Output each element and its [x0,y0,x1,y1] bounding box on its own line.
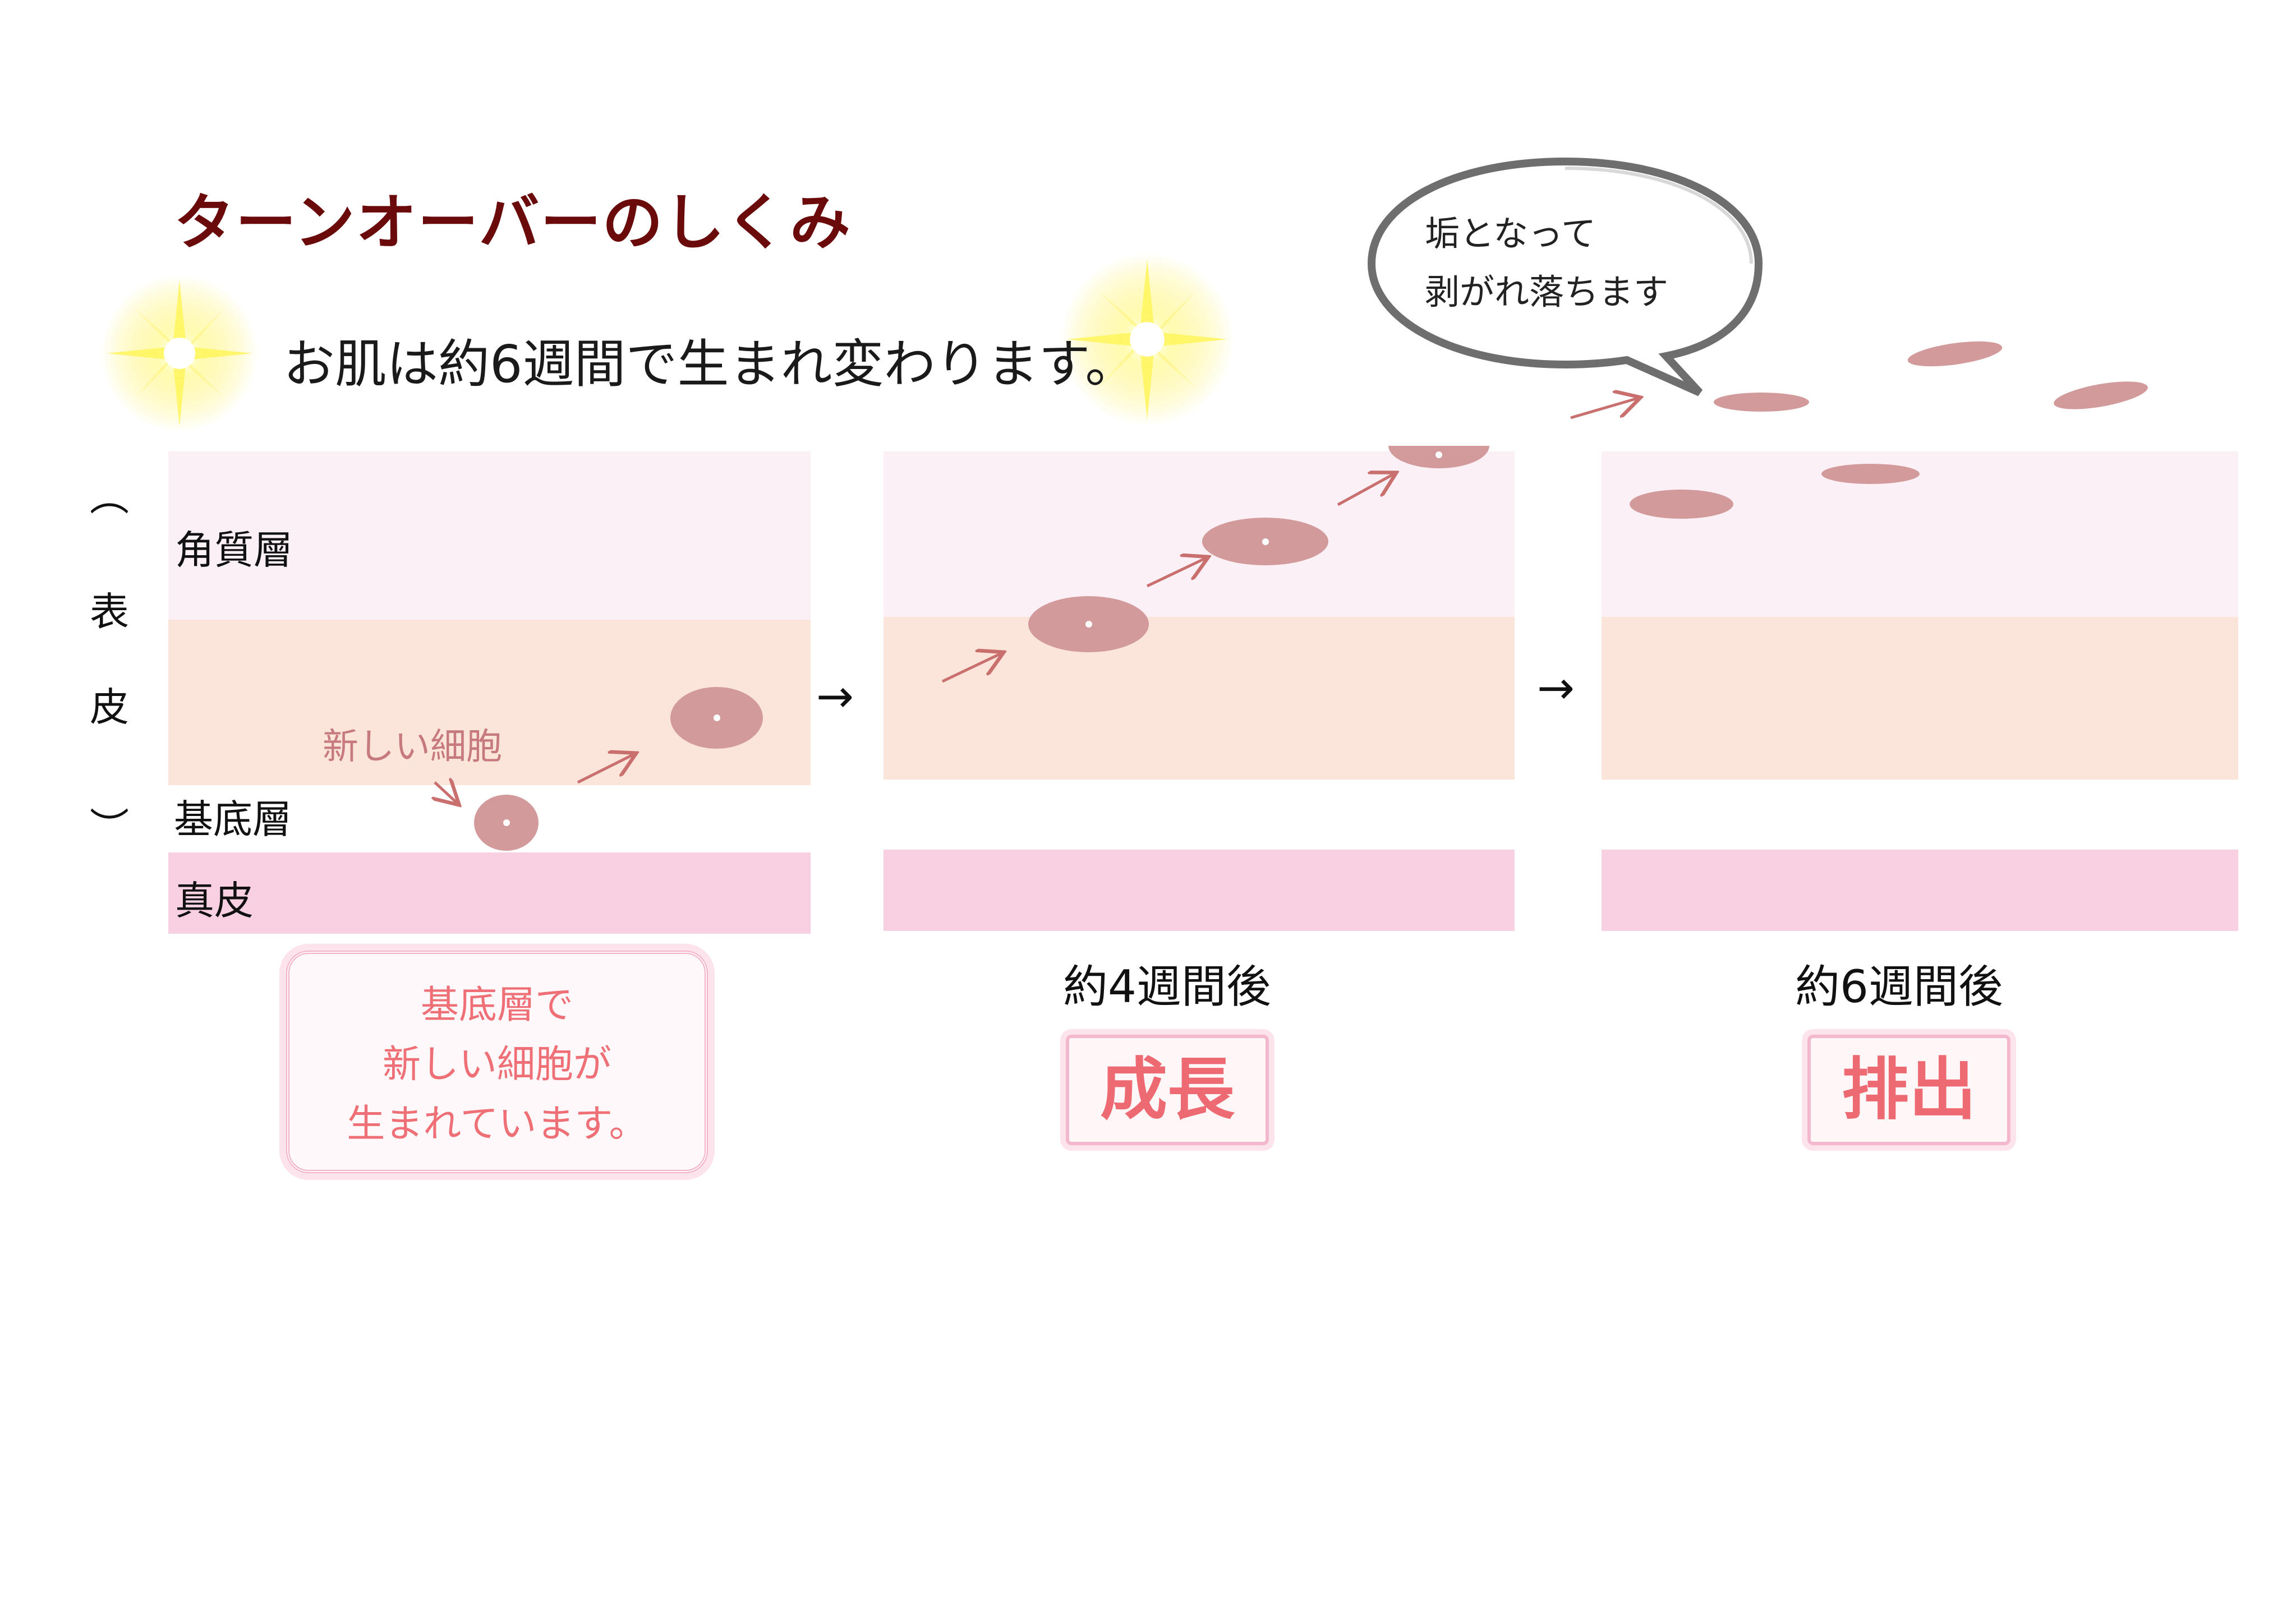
side-bracket-open: ︵ [90,474,129,520]
dermis-layer [168,852,811,934]
cell [1202,518,1328,565]
basal-layer-label: 基底層 [174,796,292,842]
basal-layer [884,780,1515,850]
note-text: 基底層で 新しい細胞が 生まれています。 [286,976,708,1154]
subtitle: お肌は約6週間で生まれ変わります。 [283,334,1137,394]
side-bracket-close: ︶ [90,805,129,851]
note-line-3: 生まれています。 [347,1102,647,1146]
skin-panel-2 [884,446,1515,931]
page-title: ターンオーバーのしくみ [174,188,852,258]
bubble-text: 垢となって 剥がれ落ちます [1425,205,1668,321]
cell-nucleus [1435,451,1442,458]
skin-panel-3 [1602,451,2238,931]
note-line-1: 基底層で [420,983,573,1027]
skin-panel-1: 角質層 基底層 真皮 [168,451,811,934]
bubble-line-2: 剥がれ落ちます [1425,271,1669,312]
horny-layer-label: 角質層 [175,527,293,573]
sparkle-icon [1061,253,1234,426]
dermis-layer [884,850,1515,931]
side-label-char-2: 皮 [90,684,129,730]
note-box [286,951,708,1173]
stage-2-caption: 約4週間後 [1063,961,1271,1013]
note-line-2: 新しい細胞が [382,1043,611,1087]
horny-layer [884,451,1515,617]
dermis-layer [1602,850,2238,931]
sparkle-icon [101,275,258,432]
stage-3-caption: 約6週間後 [1795,961,2003,1013]
cell-nucleus [1262,538,1269,545]
spinous-layer [884,617,1515,780]
cell [670,687,763,749]
stage-3-badge: 排出 [1807,1035,2010,1145]
spinous-layer [1602,617,2238,780]
cell [1630,490,1733,519]
cell [1028,596,1149,652]
side-label-char-1: 表 [90,589,129,635]
bubble-line-1: 垢となって [1425,213,1596,254]
between-arrow-2: → [1537,662,1575,714]
horny-layer [1602,451,2238,617]
new-cell-label: 新しい細胞 [323,726,502,768]
cell-nucleus [713,714,720,721]
cell [1821,464,1920,484]
cell [474,795,539,851]
shed-flake [1714,393,1809,412]
cell-nucleus [503,819,510,826]
basal-layer [1602,780,2238,850]
dermis-layer-label: 真皮 [175,878,254,924]
cell-nucleus [1085,621,1092,628]
shed-flake [1906,336,2004,371]
horny-layer [168,451,811,620]
arrow-icon [1570,398,1638,419]
shed-flake [2051,376,2150,415]
stage-2-badge: 成長 [1066,1035,1269,1145]
speech-bubble-icon [1367,157,1763,396]
between-arrow-1: → [816,670,854,722]
